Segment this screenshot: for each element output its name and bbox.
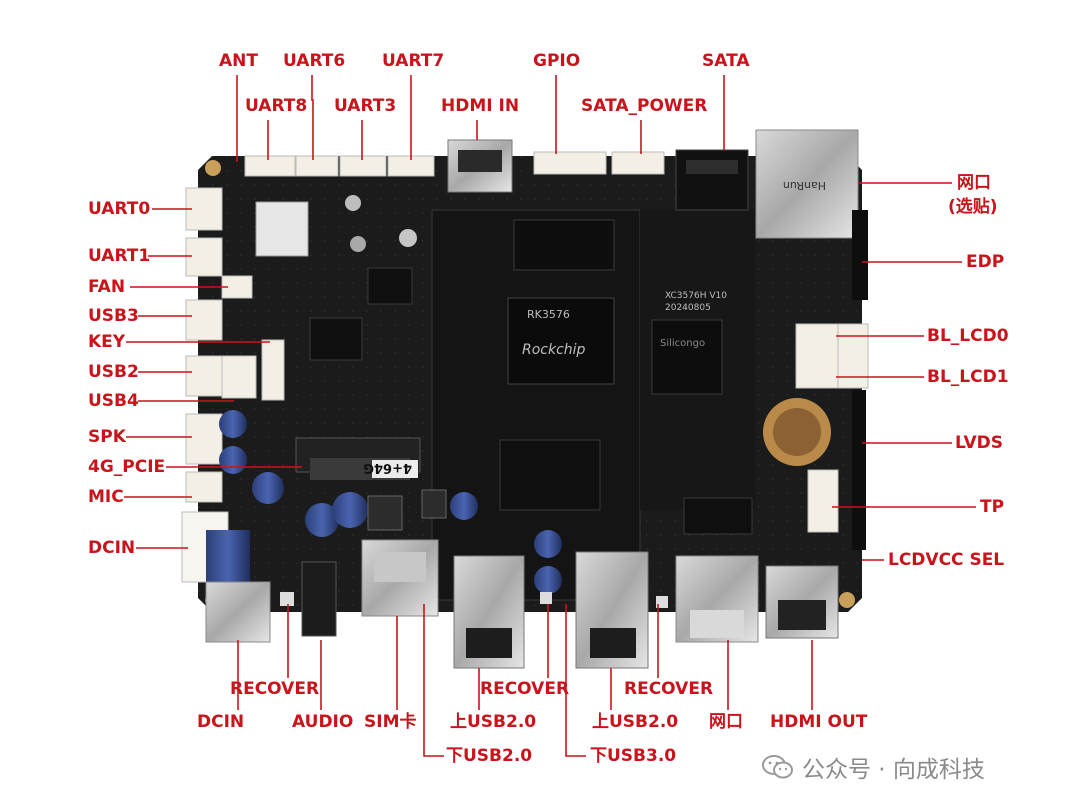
label-usb30-bottom: 下USB3.0 bbox=[590, 746, 677, 766]
label-sim: SIM卡 bbox=[364, 712, 417, 732]
label-hdmi-out: HDMI OUT bbox=[770, 712, 868, 732]
label-usb4: USB4 bbox=[88, 391, 139, 411]
label-uart6: UART6 bbox=[283, 51, 346, 71]
watermark-text: 公众号 · 向成科技 bbox=[802, 757, 985, 783]
chips: RK3576 Rockchip Silicongo XC3576H V10 20… bbox=[255, 201, 753, 535]
label-lcdvcc-sel: LCDVCC SEL bbox=[888, 550, 1005, 570]
label-dcin-left: DCIN bbox=[88, 538, 136, 558]
label-uart1: UART1 bbox=[88, 246, 151, 266]
label-dcin-bottom: DCIN bbox=[197, 712, 245, 732]
label-bl-lcd0: BL_LCD0 bbox=[927, 326, 1009, 346]
label-recover-3: RECOVER bbox=[624, 679, 714, 699]
label-key: KEY bbox=[88, 332, 126, 352]
label-mic: MIC bbox=[88, 487, 124, 507]
label-ant: ANT bbox=[219, 51, 258, 71]
label-4g-pcie: 4G_PCIE bbox=[88, 457, 166, 477]
leader-lines bbox=[124, 75, 976, 757]
label-fan: FAN bbox=[88, 277, 126, 297]
watermark: 公众号 · 向成科技 bbox=[762, 750, 985, 784]
pcie-slot: 4+64G bbox=[295, 437, 421, 480]
label-sata-power: SATA_POWER bbox=[581, 96, 708, 116]
label-ethernet-bottom: 网口 bbox=[709, 712, 743, 732]
memory-badge-text: 4+64G bbox=[363, 460, 412, 475]
label-usb20-top-2: 上USB2.0 bbox=[592, 712, 679, 732]
label-tp: TP bbox=[980, 497, 1005, 517]
label-uart8: UART8 bbox=[245, 96, 308, 116]
label-sata: SATA bbox=[702, 51, 750, 71]
label-edp: EDP bbox=[966, 252, 1005, 272]
wechat-icon bbox=[762, 754, 794, 780]
label-bl-lcd1: BL_LCD1 bbox=[927, 367, 1009, 387]
emmc-brand-text: Silicongo bbox=[660, 338, 705, 349]
label-recover-2: RECOVER bbox=[480, 679, 570, 699]
board-date-text: 20240805 bbox=[665, 303, 711, 313]
label-hdmi-in: HDMI IN bbox=[441, 96, 520, 116]
label-ethernet-top: 网口 bbox=[957, 173, 991, 193]
chip-model-text: RK3576 bbox=[527, 308, 570, 321]
rj45-top: HanRun bbox=[755, 129, 859, 239]
right-connectors bbox=[763, 210, 869, 550]
label-gpio: GPIO bbox=[533, 51, 581, 71]
chip-brand-text: Rockchip bbox=[522, 342, 586, 358]
label-usb20-bottom: 下USB2.0 bbox=[446, 746, 533, 766]
label-ethernet-top-note: (选贴) bbox=[948, 197, 998, 217]
label-usb20-top-1: 上USB2.0 bbox=[450, 712, 537, 732]
label-lvds: LVDS bbox=[955, 433, 1004, 453]
board-model-text: XC3576H V10 bbox=[665, 291, 727, 301]
label-recover-1: RECOVER bbox=[230, 679, 320, 699]
label-usb2: USB2 bbox=[88, 362, 139, 382]
label-spk: SPK bbox=[88, 427, 126, 447]
label-audio: AUDIO bbox=[292, 712, 354, 732]
label-uart0: UART0 bbox=[88, 199, 151, 219]
svg-text:HanRun: HanRun bbox=[783, 179, 826, 192]
label-usb3: USB3 bbox=[88, 306, 139, 326]
label-uart7: UART7 bbox=[382, 51, 445, 71]
top-connectors bbox=[244, 139, 749, 211]
label-uart3: UART3 bbox=[334, 96, 397, 116]
bottom-connectors bbox=[205, 539, 839, 669]
